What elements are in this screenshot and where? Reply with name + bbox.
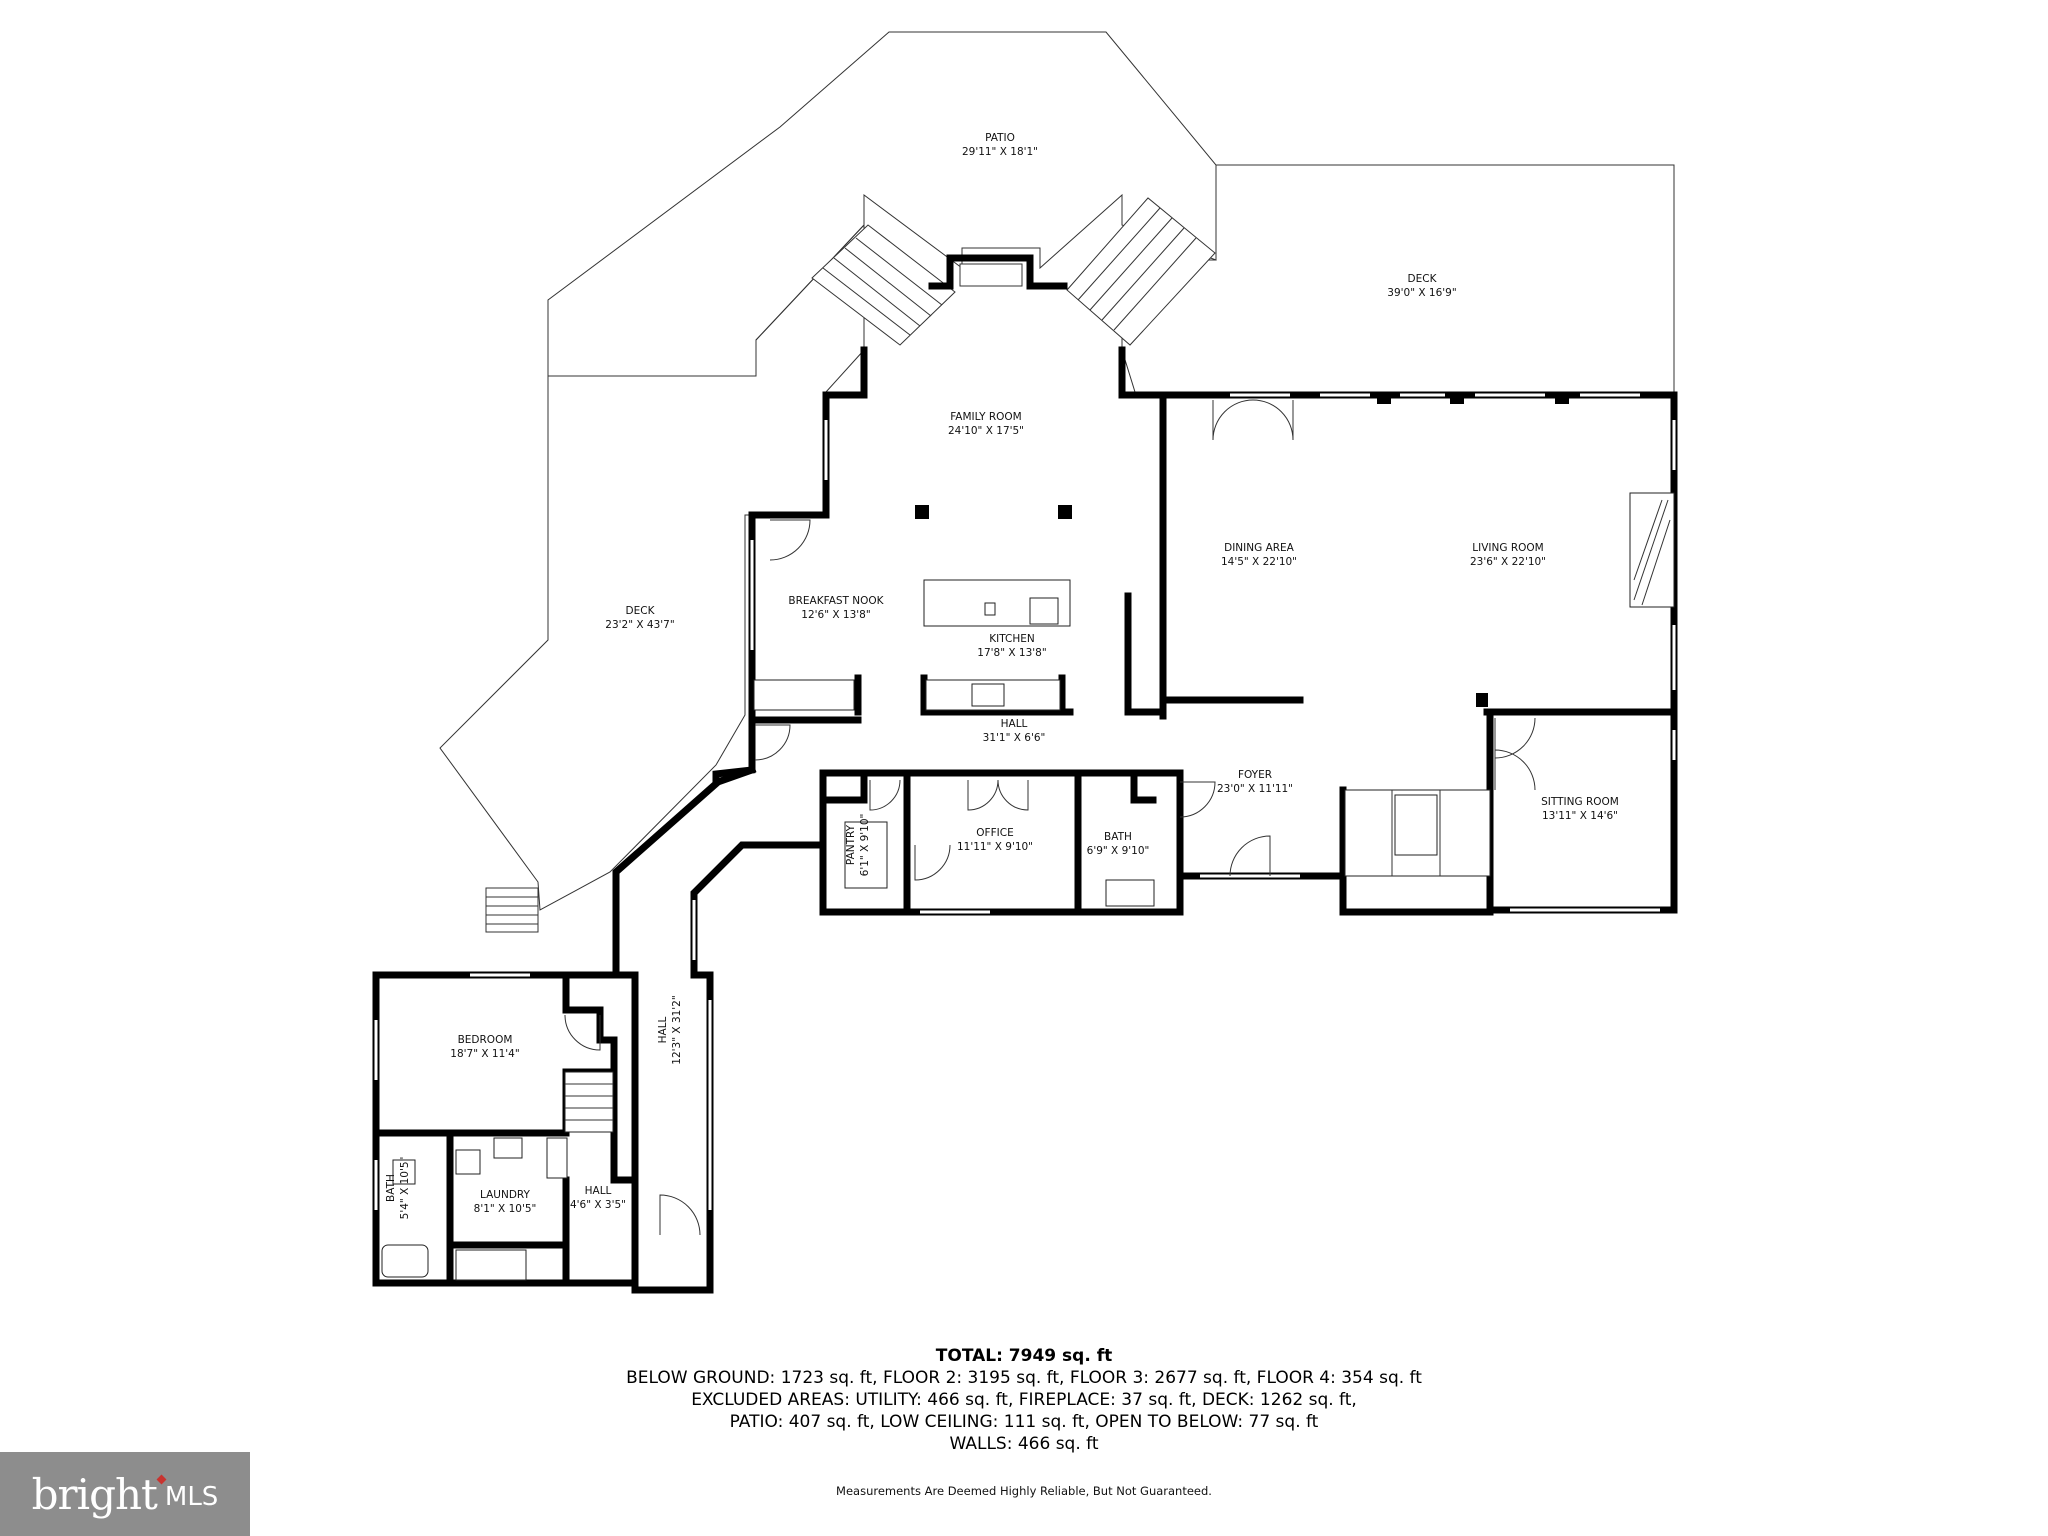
- deck-left-name: DECK: [626, 605, 656, 617]
- living-room-dims: 23'6" X 22'10": [1470, 556, 1546, 568]
- logo-mls: MLS: [164, 1482, 219, 1512]
- area-line-4: WALLS: 466 sq. ft: [949, 1434, 1099, 1454]
- living-fireplace: [1629, 492, 1675, 608]
- deck-right-outline: [1121, 164, 1675, 393]
- total-area: TOTAL: 7949 sq. ft: [935, 1346, 1113, 1366]
- bath-lower-name: BATH: [385, 1174, 397, 1202]
- family-room-dims: 24'10" X 17'5": [948, 425, 1024, 437]
- kitchen-dims: 17'8" X 13'8": [977, 647, 1046, 659]
- dining-area-name: DINING AREA: [1224, 542, 1295, 554]
- area-line-1: BELOW GROUND: 1723 sq. ft, FLOOR 2: 3195…: [626, 1368, 1422, 1388]
- hall-long-dims: 12'3" X 31'2": [671, 995, 683, 1064]
- deck-right-dims: 39'0" X 16'9": [1387, 287, 1456, 299]
- bedroom-dims: 18'7" X 11'4": [450, 1048, 519, 1060]
- breakfast-nook-dims: 12'6" X 13'8": [801, 609, 870, 621]
- office-dims: 11'11" X 9'10": [957, 841, 1033, 853]
- hall-main-name: HALL: [1001, 718, 1028, 730]
- area-summary: TOTAL: 7949 sq. ft BELOW GROUND: 1723 sq…: [0, 1345, 2048, 1455]
- bath-main-name: BATH: [1104, 831, 1132, 843]
- patio-stairs-left: [811, 224, 956, 346]
- area-line-2: EXCLUDED AREAS: UTILITY: 466 sq. ft, FIR…: [691, 1390, 1357, 1410]
- windows: [374, 393, 1676, 1210]
- dining-area-dims: 14'5" X 22'10": [1221, 556, 1297, 568]
- hall-main-dims: 31'1" X 6'6": [983, 732, 1046, 744]
- sitting-room-dims: 13'11" X 14'6": [1542, 810, 1618, 822]
- fireplace-top: [959, 263, 1023, 287]
- kitchen-counter-left: [753, 679, 855, 711]
- office-name: OFFICE: [976, 827, 1013, 839]
- bath-lower-dims: 5'4" X 10'5": [399, 1157, 411, 1220]
- office-vanity: [1105, 879, 1155, 907]
- hall-long-name: HALL: [657, 1016, 669, 1043]
- breakfast-nook-name: BREAKFAST NOOK: [788, 595, 884, 607]
- kitchen-name: KITCHEN: [989, 633, 1035, 645]
- pantry-name: PANTRY: [845, 824, 857, 865]
- room-labels: PATIO 29'11" X 18'1" DECK 39'0" X 16'9" …: [385, 132, 1619, 1219]
- patio-name: PATIO: [985, 132, 1015, 144]
- hall-small-name: HALL: [585, 1185, 612, 1197]
- patio-dims: 29'11" X 18'1": [962, 146, 1038, 158]
- bedroom-name: BEDROOM: [458, 1034, 513, 1046]
- main-walls: [612, 254, 1678, 1239]
- deck-right-name: DECK: [1408, 273, 1438, 285]
- bath-main-dims: 6'9" X 9'10": [1087, 845, 1150, 857]
- laundry-name: LAUNDRY: [480, 1189, 531, 1201]
- deck-stairs: [485, 887, 539, 933]
- sitting-room-name: SITTING ROOM: [1541, 796, 1619, 808]
- bright-mls-logo: bright MLS: [0, 1452, 250, 1536]
- foyer-name: FOYER: [1238, 769, 1272, 781]
- deck-left-dims: 23'2" X 43'7": [605, 619, 674, 631]
- doors: [564, 399, 1536, 1236]
- deck-left-outline: [439, 223, 865, 911]
- pantry-dims: 6'1" X 9'10": [859, 814, 871, 877]
- patio-stairs-right: [1066, 197, 1216, 346]
- logo-brand: bright: [31, 1469, 158, 1519]
- disclaimer: Measurements Are Deemed Highly Reliable,…: [836, 1484, 1212, 1498]
- laundry-dims: 8'1" X 10'5": [474, 1203, 537, 1215]
- foyer-dims: 23'0" X 11'11": [1217, 783, 1293, 795]
- living-room-name: LIVING ROOM: [1472, 542, 1543, 554]
- area-line-3: PATIO: 407 sq. ft, LOW CEILING: 111 sq. …: [729, 1412, 1319, 1432]
- family-room-name: FAMILY ROOM: [950, 411, 1022, 423]
- fixtures: [381, 392, 1675, 1281]
- hall-small-dims: 4'6" X 3'5": [570, 1199, 626, 1211]
- south-rooms-walls: [819, 769, 1157, 916]
